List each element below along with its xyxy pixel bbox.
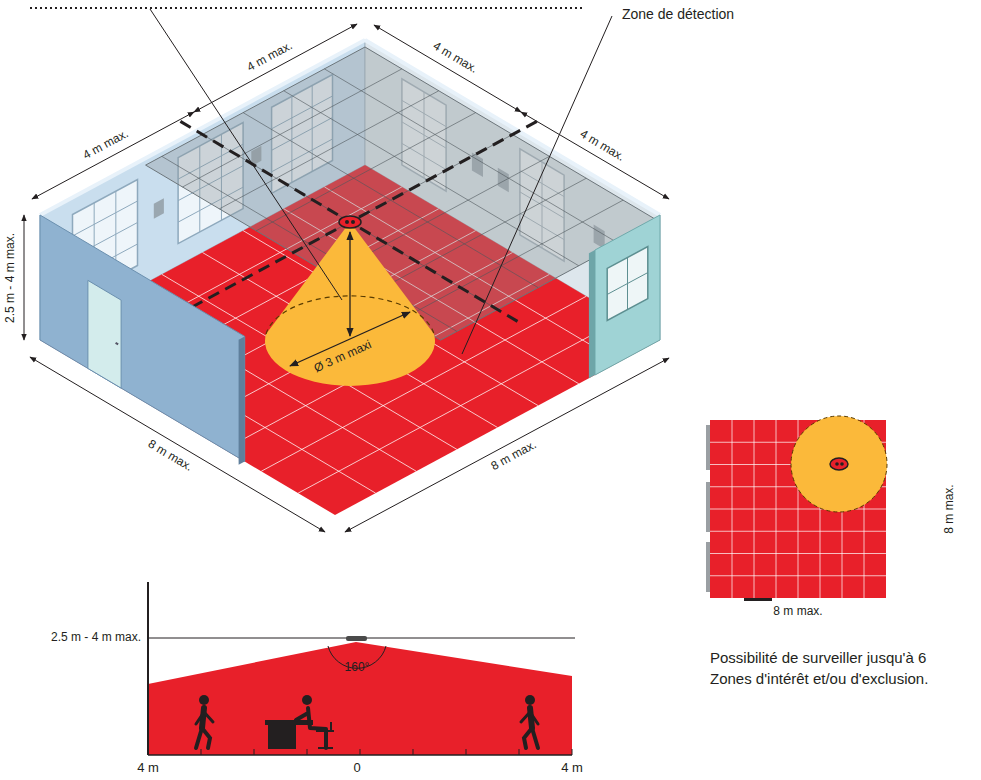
dimension-label: 2.5 m - 4 m max. bbox=[49, 631, 143, 645]
axis-tick bbox=[254, 749, 255, 755]
axis-tick bbox=[148, 749, 149, 755]
sensor-lens bbox=[840, 462, 844, 466]
axis-tick bbox=[519, 749, 520, 755]
wall-cut-edge bbox=[589, 250, 595, 378]
dimension-line bbox=[30, 357, 325, 532]
dotted-callout-line bbox=[30, 7, 582, 9]
axis-tick bbox=[413, 749, 414, 755]
plan-window bbox=[706, 542, 710, 592]
wall-cut-edge bbox=[239, 336, 245, 464]
dimension-line bbox=[194, 24, 357, 112]
sensor bbox=[339, 216, 361, 228]
dimension-label: 8 m max. bbox=[773, 605, 822, 619]
leader-line bbox=[150, 9, 342, 300]
window-mullion bbox=[73, 201, 138, 236]
chair bbox=[316, 722, 334, 748]
front-left-wall bbox=[40, 215, 245, 461]
plan-door bbox=[744, 598, 772, 601]
note-text: Possibilité de surveiller jusqu'à 6 Zone… bbox=[710, 647, 950, 689]
person-head bbox=[302, 695, 312, 705]
window bbox=[607, 247, 648, 321]
side-axis bbox=[147, 582, 149, 755]
plan-grid bbox=[710, 509, 886, 510]
front-right-wall bbox=[595, 215, 660, 375]
dimension-line bbox=[345, 358, 669, 532]
dimension-line bbox=[374, 25, 521, 112]
dimension-line bbox=[32, 112, 194, 199]
person-arms bbox=[196, 712, 213, 724]
sensor-lens bbox=[345, 220, 349, 224]
plan-grid bbox=[710, 553, 886, 554]
dimension-label: Ø 3 m maxi bbox=[312, 338, 374, 376]
plan-grid bbox=[710, 575, 886, 576]
axis-label: 0 bbox=[353, 761, 360, 776]
sensor-lens bbox=[351, 220, 355, 224]
person-seated bbox=[296, 708, 326, 748]
dimension-label: 8 m max. bbox=[489, 438, 539, 474]
callout-label: Zone de détection bbox=[622, 6, 734, 22]
person-head bbox=[525, 695, 535, 705]
axis-tick bbox=[360, 749, 361, 755]
person-arms bbox=[521, 712, 538, 724]
sensor bbox=[830, 458, 848, 470]
detection-cone bbox=[265, 222, 435, 386]
plan-window bbox=[706, 482, 710, 532]
axis-dashed bbox=[171, 121, 537, 318]
desk-body bbox=[268, 725, 296, 749]
side-detection-area bbox=[148, 642, 572, 755]
dimension-line bbox=[521, 112, 669, 199]
wall-picture bbox=[154, 198, 164, 219]
dimension-label: 2.5 m - 4 m max. bbox=[4, 233, 18, 323]
plan-grid bbox=[710, 531, 886, 532]
axis-tick bbox=[572, 749, 573, 755]
dimension-label: 4 m max. bbox=[577, 127, 626, 164]
plan-window bbox=[706, 425, 710, 470]
person-legs bbox=[196, 728, 210, 748]
person-head bbox=[199, 695, 209, 705]
axis-tick bbox=[466, 749, 467, 755]
dimension-label: 4 m max. bbox=[430, 39, 479, 76]
window-mullion bbox=[607, 273, 648, 295]
person-legs bbox=[524, 728, 538, 748]
axis-label: 4 m bbox=[561, 761, 583, 776]
door bbox=[88, 280, 121, 388]
axis-label: 4 m bbox=[137, 761, 159, 776]
axis-tick bbox=[307, 749, 308, 755]
sensor-side bbox=[346, 636, 367, 641]
dimension-label: 4 m max. bbox=[245, 39, 295, 75]
dimension-label: 8 m max. bbox=[145, 437, 194, 474]
person-walking bbox=[521, 695, 538, 748]
ceiling-grid bbox=[243, 113, 538, 288]
axis-dashed bbox=[180, 121, 519, 322]
dimension-line bbox=[24, 215, 25, 340]
plan-detection-circle bbox=[791, 416, 887, 512]
axis-tick bbox=[201, 749, 202, 755]
desk-top bbox=[265, 720, 313, 725]
height-arrow bbox=[349, 232, 350, 336]
person-walking bbox=[196, 695, 213, 748]
dimension-label: 8 m max. bbox=[943, 484, 957, 533]
leader-line bbox=[462, 16, 612, 354]
door-handle bbox=[116, 343, 119, 345]
angle-label: 160° bbox=[345, 661, 370, 675]
dimension-label: 4 m max. bbox=[81, 127, 131, 163]
sensor-lens bbox=[835, 462, 839, 466]
